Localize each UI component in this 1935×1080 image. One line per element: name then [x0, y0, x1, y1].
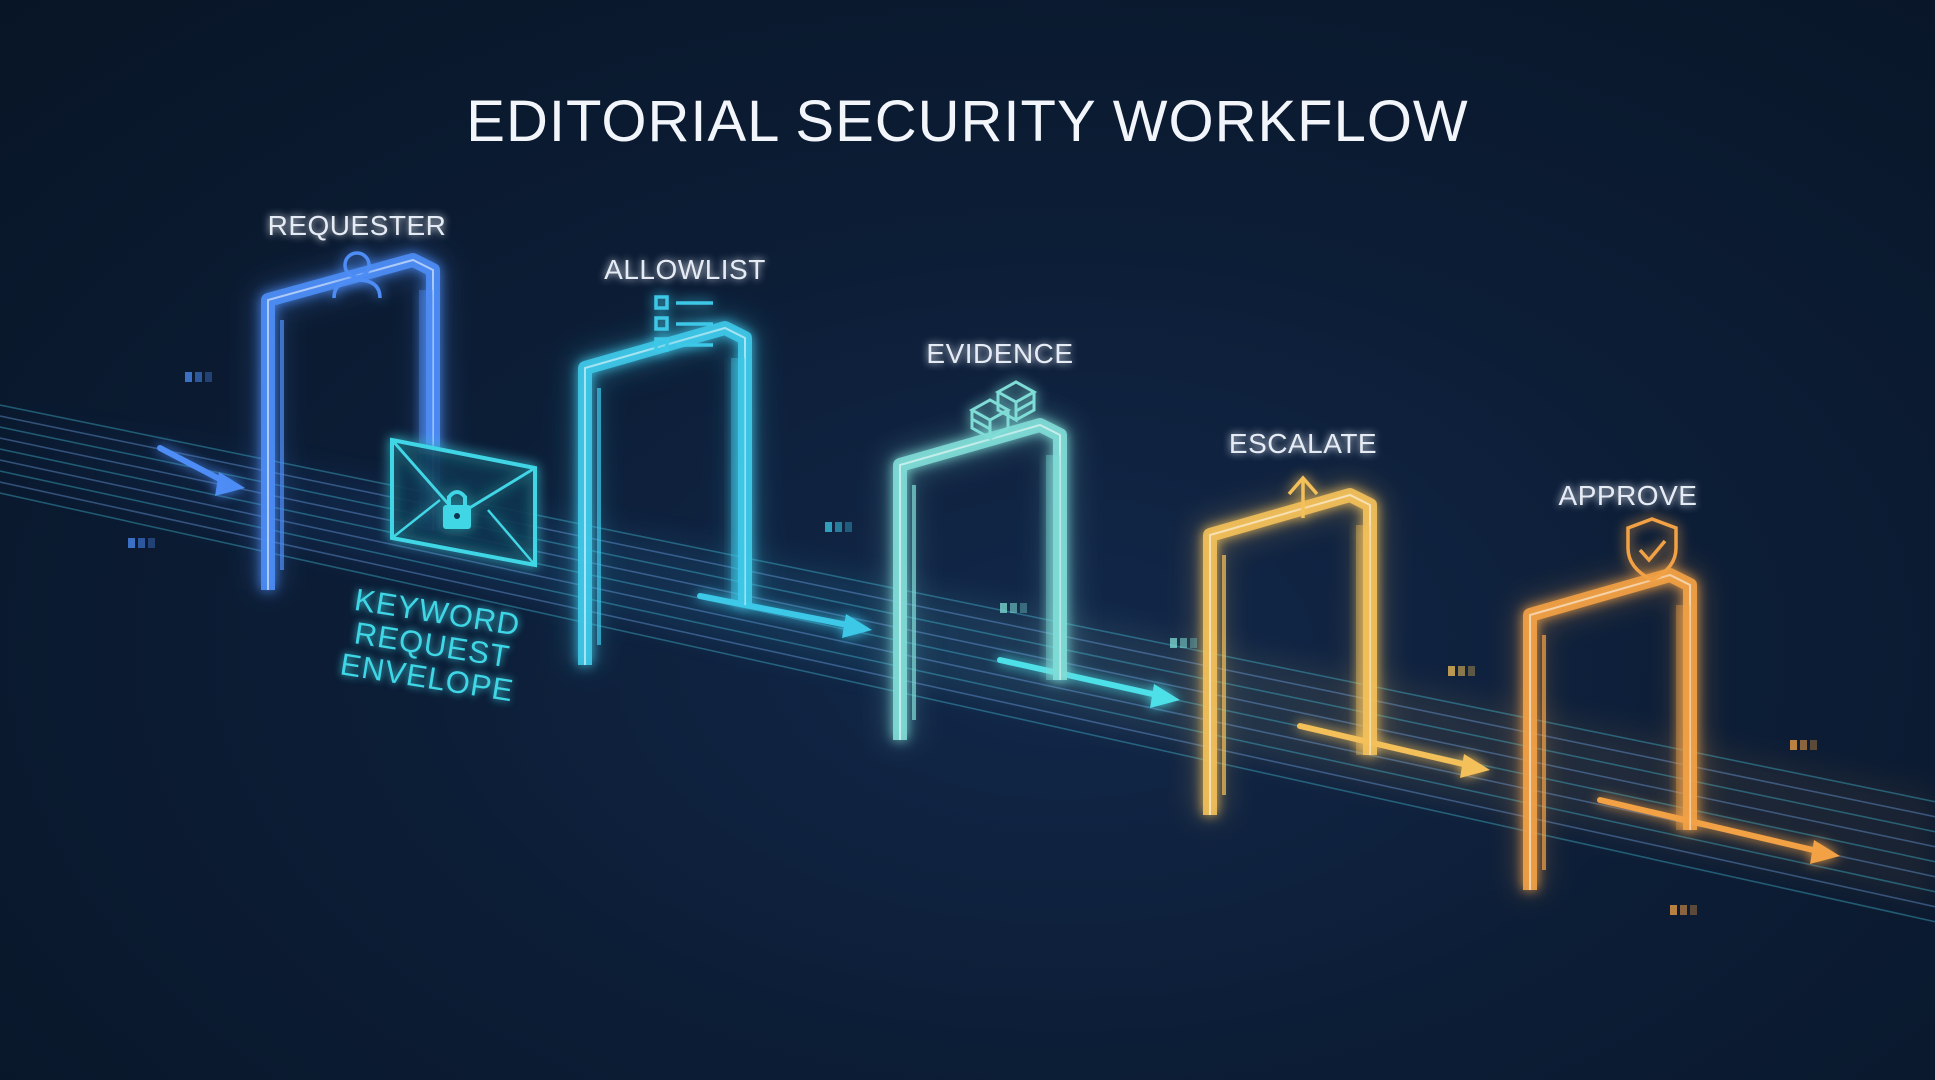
- data-chip: [1000, 603, 1027, 613]
- data-chip-cell: [1680, 905, 1687, 915]
- gate-right-pillar: [1046, 455, 1060, 680]
- stream-line: [0, 448, 1935, 863]
- stage-label-requester: REQUESTER: [267, 210, 447, 241]
- data-chip-cell: [148, 538, 155, 548]
- data-chip-cell: [1448, 666, 1455, 676]
- stream-line: [0, 492, 1935, 923]
- data-chip-cell: [1468, 666, 1475, 676]
- data-chip: [1170, 638, 1197, 648]
- data-chip-cell: [128, 538, 135, 548]
- data-chips: [128, 372, 1817, 915]
- stream-lines: [0, 404, 1935, 923]
- data-chip-cell: [825, 522, 832, 532]
- stream-line: [0, 404, 1935, 803]
- flow-arrow-head: [1810, 840, 1840, 864]
- data-chip: [825, 522, 852, 532]
- gate-right-pillar: [731, 358, 745, 605]
- data-chip-cell: [1000, 603, 1007, 613]
- flow-arrow: [1597, 797, 1840, 864]
- flow-arrow: [157, 445, 245, 496]
- data-chip-cell: [1020, 603, 1027, 613]
- stream-line: [0, 481, 1935, 908]
- data-chip-cell: [835, 522, 842, 532]
- flow-arrow-shaft: [997, 657, 1169, 700]
- stream-line: [0, 426, 1935, 833]
- data-chip: [185, 372, 212, 382]
- shield-check-icon: [1626, 517, 1678, 582]
- data-chip: [1670, 905, 1697, 915]
- stream-line: [0, 459, 1935, 878]
- gate-approve: [1517, 561, 1703, 890]
- envelope-fold-left: [391, 499, 441, 539]
- gates: [255, 246, 1703, 890]
- flow-arrow-head: [1150, 684, 1180, 708]
- stage-label-evidence: EVIDENCE: [926, 338, 1074, 369]
- gate-right-pillar: [1676, 605, 1690, 830]
- data-chip-cell: [1690, 905, 1697, 915]
- flow-arrow: [1297, 723, 1490, 778]
- data-chip-cell: [1180, 638, 1187, 648]
- arrow-up-icon: [1287, 475, 1319, 518]
- envelope-fold-right: [487, 509, 536, 566]
- data-chip-cell: [1790, 740, 1797, 750]
- stream-line: [0, 470, 1935, 893]
- flow-arrow-shaft: [1597, 797, 1829, 856]
- data-chip-cell: [1170, 638, 1177, 648]
- stage-label-escalate: ESCALATE: [1228, 428, 1378, 459]
- padlock-keyhole: [454, 513, 460, 519]
- flow-arrow: [997, 657, 1180, 708]
- locked-envelope-icon[interactable]: [390, 437, 537, 568]
- gate-right-pillar: [1356, 525, 1370, 755]
- flow-arrow-head: [215, 472, 245, 496]
- gate-allowlist: [572, 314, 758, 665]
- stage-label-allowlist: ALLOWLIST: [604, 254, 766, 285]
- data-chip-cell: [1458, 666, 1465, 676]
- checklist-icon: [654, 295, 713, 352]
- stacked-blocks-icon: [968, 380, 1038, 441]
- data-chip-cell: [185, 372, 192, 382]
- data-chip-cell: [1810, 740, 1817, 750]
- data-chip-cell: [1010, 603, 1017, 613]
- gate-evidence: [887, 411, 1073, 740]
- flow-arrow-shaft: [697, 593, 861, 630]
- data-chip-cell: [1190, 638, 1197, 648]
- padlock-shackle: [447, 490, 467, 505]
- flow-arrow-head: [842, 614, 872, 638]
- data-chip: [1790, 740, 1817, 750]
- data-chip-cell: [845, 522, 852, 532]
- data-chip: [1448, 666, 1475, 676]
- stage-label-approve: APPROVE: [1558, 480, 1698, 511]
- data-chip-cell: [205, 372, 212, 382]
- data-chip-cell: [1670, 905, 1677, 915]
- stream-arrows: [157, 445, 1840, 864]
- flow-arrow-shaft: [1297, 723, 1479, 770]
- stream-line: [0, 415, 1935, 818]
- flow-arrow: [697, 593, 872, 638]
- data-chip: [128, 538, 155, 548]
- flow-arrow-head: [1460, 754, 1490, 778]
- data-chip-cell: [195, 372, 202, 382]
- stream-line: [0, 437, 1935, 848]
- data-chip-cell: [1800, 740, 1807, 750]
- gate-escalate: [1197, 481, 1383, 815]
- page-title: EDITORIAL SECURITY WORKFLOW: [466, 89, 1469, 154]
- user-icon: [332, 251, 382, 299]
- data-chip-cell: [138, 538, 145, 548]
